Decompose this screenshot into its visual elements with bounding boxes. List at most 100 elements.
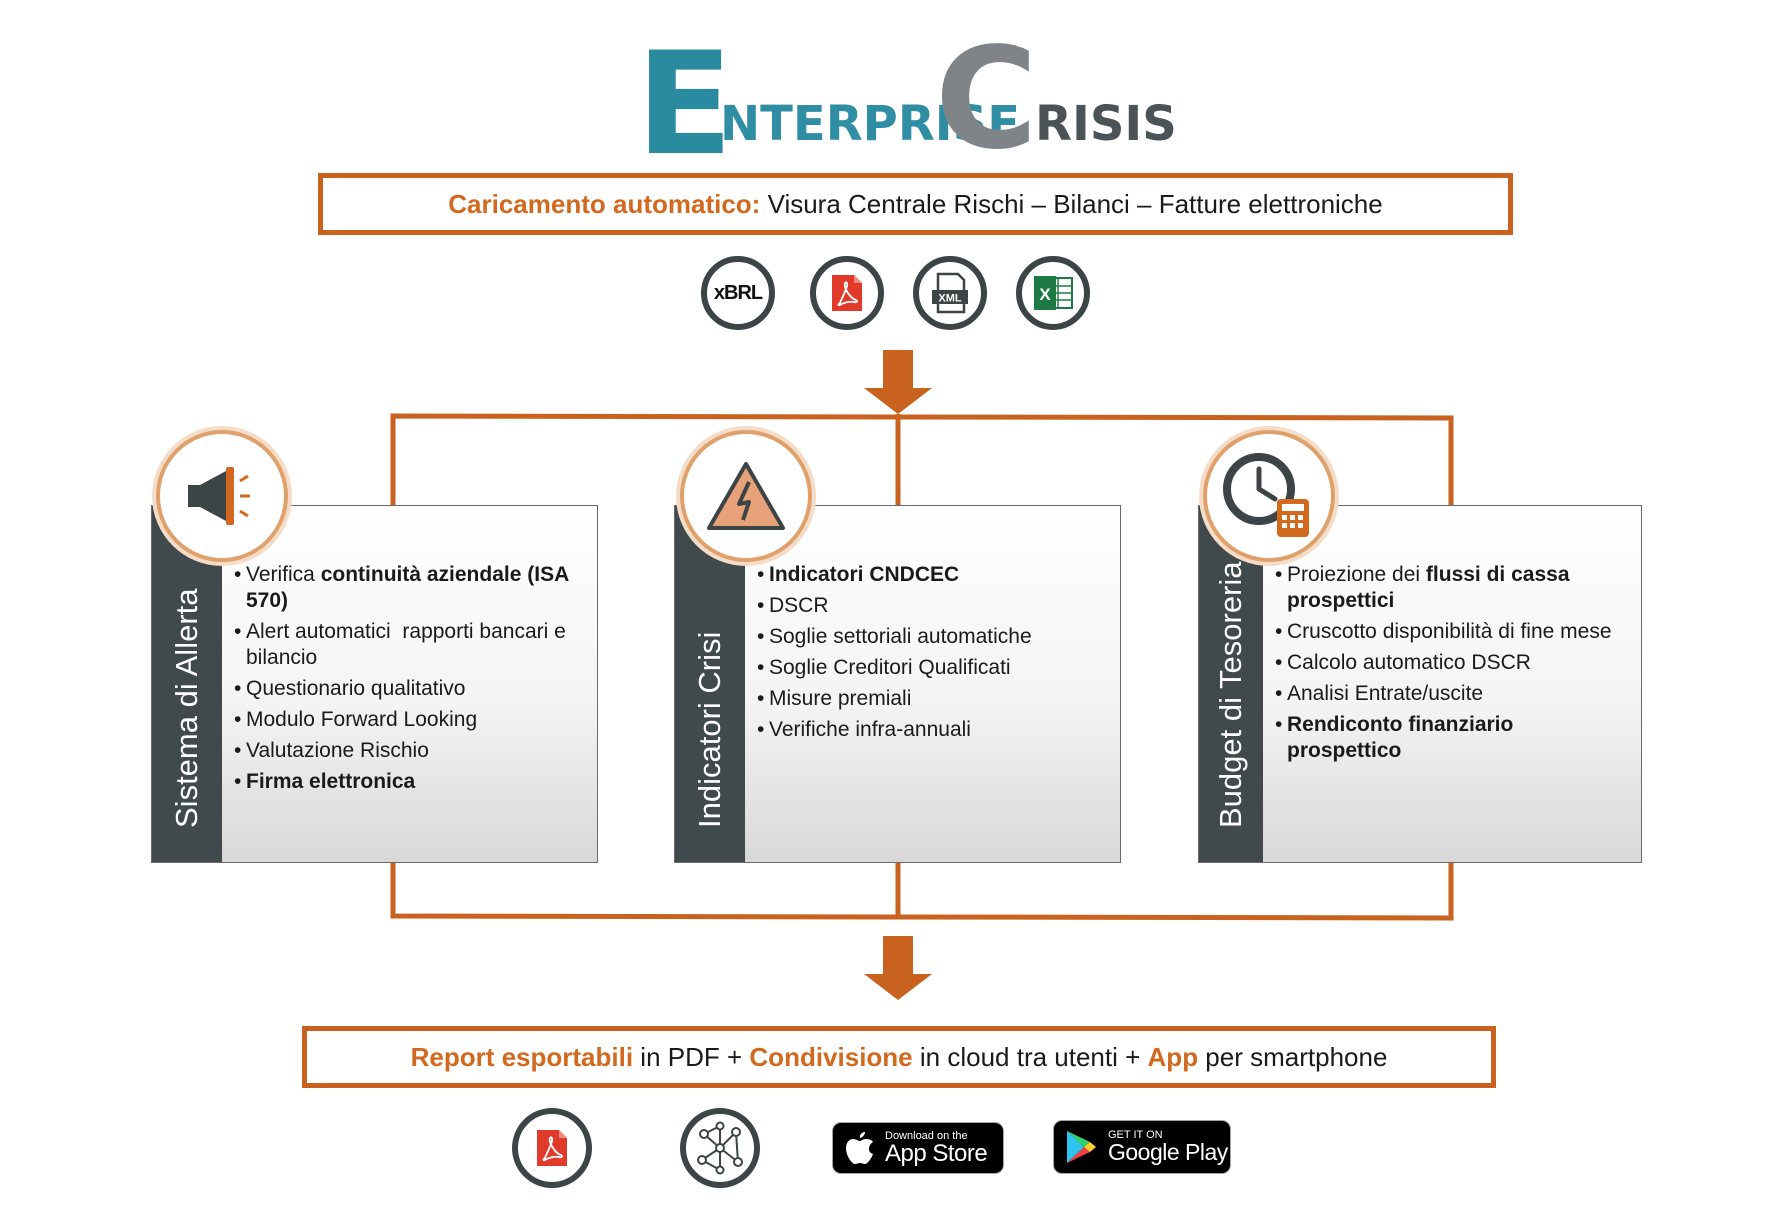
warning-icon — [680, 430, 812, 562]
automatic-loading-text: Visura Centrale Rischi – Bilanci – Fattu… — [760, 188, 1383, 219]
xbrl-icon: xBRL — [701, 256, 775, 330]
module-title: Sistema di Allerta — [169, 588, 204, 829]
bullet-icon: • — [234, 770, 242, 793]
bullet-icon: • — [1275, 682, 1283, 705]
module-items: •Verifica continuità aziendale (ISA 570)… — [222, 506, 597, 862]
enterprise-crisis-logo: E NTERPRISE C RISIS — [630, 28, 1177, 176]
logo-word-risis: RISIS — [1035, 96, 1177, 152]
list-item: •Rendiconto finanziario prospettico — [1275, 712, 1633, 764]
app-store-big-text: App Store — [885, 1139, 988, 1167]
module-panel-sistema-allerta: Sistema di Allerta •Verifica continuità … — [151, 505, 598, 863]
logo-initial-e: E — [636, 22, 733, 187]
connector-top-bar — [390, 413, 1454, 506]
arrow-down-bottom — [864, 936, 932, 1000]
list-item-text: Rendiconto finanziario prospettico — [1287, 712, 1633, 764]
module-title: Budget di Tesoreria — [1213, 561, 1248, 828]
list-item-text: Cruscotto disponibilità di fine mese — [1287, 619, 1612, 645]
list-item: •Soglie settoriali automatiche — [757, 624, 1032, 650]
list-item-text: Modulo Forward Looking — [246, 707, 477, 733]
automatic-loading-banner: Caricamento automatico: Visura Centrale … — [318, 173, 1513, 235]
list-item-text: Questionario qualitativo — [246, 676, 465, 702]
list-item-text: Proiezione dei flussi di cassa prospetti… — [1287, 562, 1633, 614]
list-item-text: Firma elettronica — [246, 769, 415, 795]
list-item-bold-text: Firma elettronica — [246, 770, 416, 793]
list-item: •DSCR — [757, 593, 1032, 619]
list-item-text: Calcolo automatico DSCR — [1287, 650, 1531, 676]
list-item: •Indicatori CNDCEC — [757, 562, 1032, 588]
list-item-text: Analisi Entrate/uscite — [1287, 681, 1483, 707]
list-item-text: Misure premiali — [769, 686, 911, 712]
list-item-text: Verifica continuità aziendale (ISA 570) — [246, 562, 589, 614]
megaphone-icon — [156, 430, 288, 562]
list-item: •Alert automatici rapporti bancari e bil… — [234, 619, 589, 671]
list-item: •Firma elettronica — [234, 769, 589, 795]
list-item-text: Soglie settoriali automatiche — [769, 624, 1032, 650]
bullet-icon: • — [1275, 563, 1283, 586]
list-item-plain-text: Verifica — [246, 563, 321, 586]
list-item-plain-text: DSCR — [769, 594, 829, 617]
module-side-bar: Budget di Tesoreria — [1199, 506, 1263, 862]
list-item-plain-text: Proiezione dei — [1287, 563, 1426, 586]
bullet-icon: • — [1275, 620, 1283, 643]
bullet-icon: • — [234, 677, 242, 700]
google-play-badge[interactable]: GET IT ON Google Play — [1053, 1120, 1231, 1174]
sharing-label: Condivisione — [749, 1041, 913, 1072]
module-items: •Proiezione dei flussi di cassa prospett… — [1263, 506, 1641, 862]
list-item-plain-text: Questionario qualitativo — [246, 677, 466, 700]
logo-initial-c: C — [935, 18, 1038, 181]
google-play-icon — [1067, 1131, 1096, 1163]
module-panel-indicatori-crisi: Indicatori Crisi •Indicatori CNDCEC•DSCR… — [674, 505, 1121, 863]
bullet-icon: • — [234, 563, 242, 586]
list-item: •Calcolo automatico DSCR — [1275, 650, 1633, 676]
list-item: •Soglie Creditori Qualificati — [757, 655, 1032, 681]
bullet-icon: • — [1275, 651, 1283, 674]
list-item-plain-text: Cruscotto disponibilità di fine mese — [1287, 620, 1612, 643]
module-items: •Indicatori CNDCEC•DSCR•Soglie settorial… — [745, 506, 1040, 862]
module-side-bar: Indicatori Crisi — [675, 506, 745, 862]
bullet-icon: • — [757, 625, 765, 648]
list-item-plain-text: Misure premiali — [769, 687, 912, 710]
list-item: •Verifiche infra-annuali — [757, 717, 1032, 743]
google-play-big-text: Google Play — [1108, 1139, 1228, 1165]
app-label: App — [1147, 1041, 1199, 1072]
app-store-badge[interactable]: Download on the App Store — [832, 1122, 1004, 1174]
share-network-icon[interactable] — [680, 1108, 760, 1188]
list-item: •Valutazione Rischio — [234, 738, 589, 764]
list-item: •Proiezione dei flussi di cassa prospett… — [1275, 562, 1633, 614]
list-item-plain-text: Verifiche infra-annuali — [769, 718, 971, 741]
list-item: •Analisi Entrate/uscite — [1275, 681, 1633, 707]
automatic-loading-label: Caricamento automatico: — [448, 188, 761, 219]
bullet-icon: • — [757, 594, 765, 617]
list-item-text: Verifiche infra-annuali — [769, 717, 971, 743]
list-item-plain-text: Calcolo automatico DSCR — [1287, 651, 1531, 674]
list-item-text: Indicatori CNDCEC — [769, 562, 959, 588]
list-item-text: DSCR — [769, 593, 829, 619]
list-item-plain-text: Analisi Entrate/uscite — [1287, 682, 1484, 705]
list-item: •Modulo Forward Looking — [234, 707, 589, 733]
excel-icon: X — [1016, 256, 1090, 330]
sharing-text: in cloud tra utenti + — [912, 1041, 1148, 1072]
list-item-text: Valutazione Rischio — [246, 738, 429, 764]
outputs-banner: Report esportabili in PDF + Condivisione… — [302, 1026, 1496, 1088]
list-item-plain-text: Modulo Forward Looking — [246, 708, 478, 731]
list-item-plain-text: Alert automatici rapporti bancari e bila… — [246, 620, 572, 669]
bullet-icon: • — [757, 563, 765, 586]
logo-word-nterprise: NTERPRISE — [720, 96, 1021, 152]
bullet-icon: • — [1275, 713, 1283, 736]
xml-file-icon: XML — [913, 256, 987, 330]
list-item-plain-text: Valutazione Rischio — [246, 739, 429, 762]
list-item-text: Alert automatici rapporti bancari e bila… — [246, 619, 589, 671]
pdf-export-icon[interactable] — [512, 1108, 592, 1188]
google-play-small-text: GET IT ON — [1108, 1129, 1163, 1141]
list-item-bold-text: Rendiconto finanziario prospettico — [1287, 713, 1520, 762]
list-item-plain-text: Soglie Creditori Qualificati — [769, 656, 1011, 679]
bullet-icon: • — [234, 739, 242, 762]
app-store-small-text: Download on the — [885, 1129, 968, 1142]
list-item: •Misure premiali — [757, 686, 1032, 712]
list-item: •Cruscotto disponibilità di fine mese — [1275, 619, 1633, 645]
apple-icon — [846, 1132, 873, 1164]
module-panel-budget-tesoreria: Budget di Tesoreria •Proiezione dei flus… — [1198, 505, 1642, 863]
clock-calculator-icon — [1203, 430, 1335, 562]
list-item-plain-text: Soglie settoriali automatiche — [769, 625, 1032, 648]
